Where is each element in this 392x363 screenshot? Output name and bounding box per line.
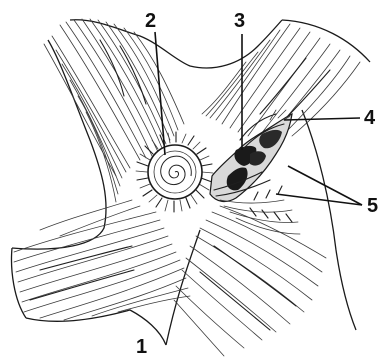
label-4: 4 <box>364 107 376 129</box>
label-1: 1 <box>136 336 147 358</box>
label-2: 2 <box>145 10 156 32</box>
label-5: 5 <box>367 195 378 217</box>
label-3: 3 <box>234 10 245 32</box>
